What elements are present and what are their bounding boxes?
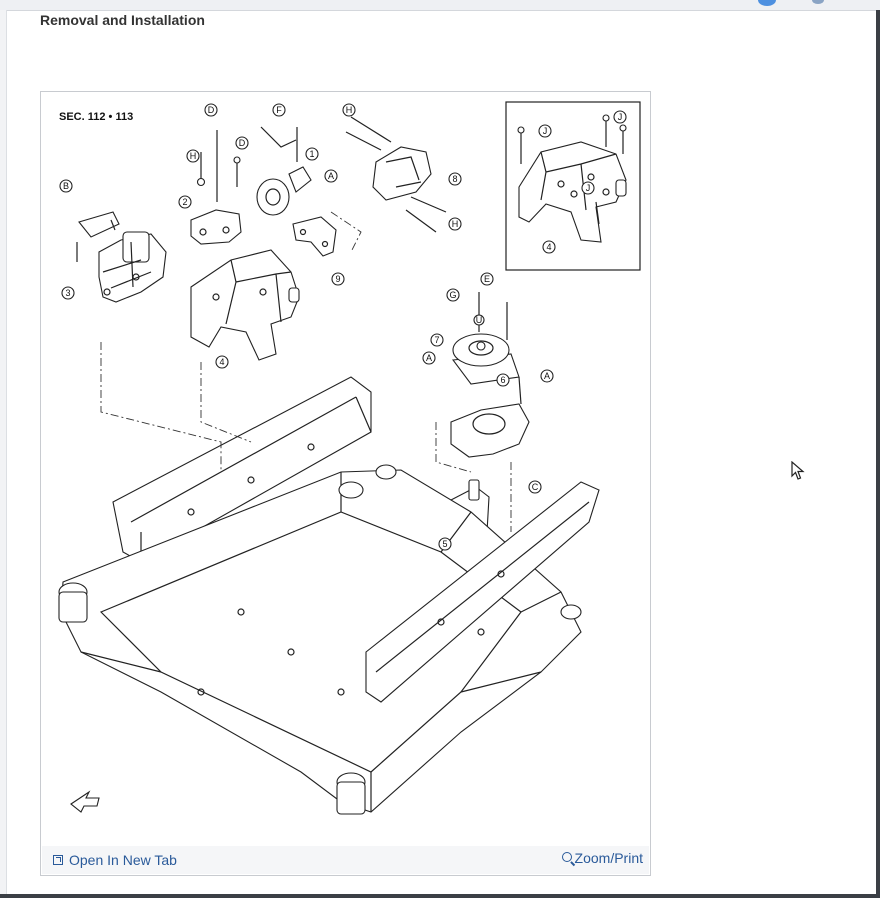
part-8-mount	[345, 116, 447, 233]
section-label: SEC. 112 • 113	[59, 111, 133, 123]
part-3-bracket	[76, 211, 167, 303]
side-member-right	[365, 481, 600, 703]
svg-text:2: 2	[182, 197, 187, 207]
side-member-left	[112, 376, 372, 563]
figure-toolbar: Open In New Tab Zoom/Print	[42, 846, 649, 874]
svg-text:C: C	[532, 482, 539, 492]
svg-text:A: A	[544, 371, 550, 381]
svg-text:8: 8	[452, 174, 457, 184]
mouse-cursor-icon	[791, 461, 805, 480]
svg-text:H: H	[452, 219, 459, 229]
part-1-mount	[256, 126, 312, 216]
svg-text:G: G	[449, 290, 456, 300]
left-edge	[0, 10, 7, 898]
svg-text:A: A	[328, 171, 334, 181]
zoom-print-link[interactable]: Zoom/Print	[561, 850, 643, 866]
page-title: Removal and Installation	[40, 12, 205, 28]
svg-text:1: 1	[309, 149, 314, 159]
part-6-bracket	[450, 376, 530, 458]
inset-box	[505, 101, 641, 271]
open-in-new-tab-link[interactable]: Open In New Tab	[53, 852, 177, 868]
figure-frame: SEC. 112 • 113	[40, 91, 651, 876]
svg-text:H: H	[346, 105, 353, 115]
profile-icon[interactable]	[758, 0, 776, 6]
part-4-bracket	[190, 249, 300, 361]
window-bottom-edge	[0, 894, 880, 898]
svg-text:U: U	[476, 315, 483, 325]
svg-text:F: F	[276, 105, 282, 115]
browser-top-strip	[0, 0, 880, 11]
svg-text:H: H	[190, 151, 197, 161]
external-link-icon	[53, 855, 63, 865]
svg-text:A: A	[426, 353, 432, 363]
magnifier-icon	[561, 852, 572, 862]
front-direction-arrow	[70, 790, 100, 813]
part-7-mount	[451, 292, 520, 385]
svg-text:7: 7	[434, 335, 439, 345]
svg-text:B: B	[63, 181, 69, 191]
svg-text:J: J	[586, 183, 591, 193]
inset-bracket	[517, 114, 627, 243]
svg-text:3: 3	[65, 288, 70, 298]
exploded-diagram: SEC. 112 • 113	[58, 101, 641, 815]
front-subframe	[58, 464, 582, 815]
svg-text:9: 9	[335, 274, 340, 284]
open-in-new-tab-label: Open In New Tab	[69, 852, 177, 868]
svg-text:5: 5	[442, 539, 447, 549]
window-right-edge	[876, 10, 880, 898]
svg-text:4: 4	[546, 242, 551, 252]
menu-icon[interactable]	[812, 0, 824, 4]
part-2-bracket	[190, 130, 242, 245]
svg-text:D: D	[208, 105, 215, 115]
svg-text:4: 4	[219, 357, 224, 367]
svg-text:6: 6	[500, 375, 505, 385]
callout-labels: 1 2 3 4 4 5 6 7 8 9 A A A B C D D E F G …	[59, 103, 627, 551]
zoom-print-label: Zoom/Print	[574, 850, 643, 866]
svg-text:E: E	[484, 274, 490, 284]
part-9-bracket	[292, 216, 337, 257]
svg-text:J: J	[618, 112, 623, 122]
svg-text:J: J	[543, 126, 548, 136]
svg-text:D: D	[239, 138, 246, 148]
